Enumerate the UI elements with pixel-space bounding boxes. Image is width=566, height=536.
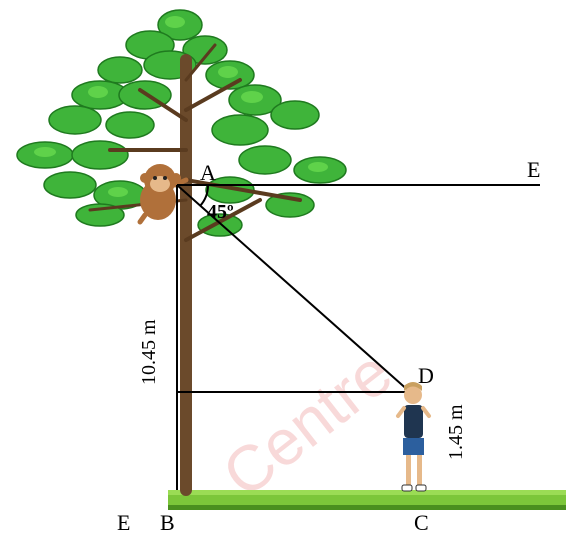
monkey-icon bbox=[137, 164, 189, 225]
label-D: D bbox=[418, 363, 434, 388]
angle-arc bbox=[199, 184, 210, 207]
label-C: C bbox=[414, 510, 429, 535]
label-B: B bbox=[160, 510, 175, 535]
label-A: A bbox=[200, 160, 216, 185]
tree-canopy bbox=[16, 9, 347, 237]
tree-trunk bbox=[88, 43, 302, 496]
ground bbox=[168, 490, 566, 510]
label-angle: 45º bbox=[207, 201, 234, 223]
label-E-bottom: E bbox=[117, 510, 130, 535]
boy-icon bbox=[396, 382, 431, 492]
geometry-lines bbox=[176, 184, 540, 490]
label-E-top: E bbox=[527, 157, 540, 182]
label-height-tree: 10.45 m bbox=[138, 319, 160, 385]
label-height-boy: 1.45 m bbox=[445, 404, 467, 460]
line-AD bbox=[176, 184, 411, 393]
